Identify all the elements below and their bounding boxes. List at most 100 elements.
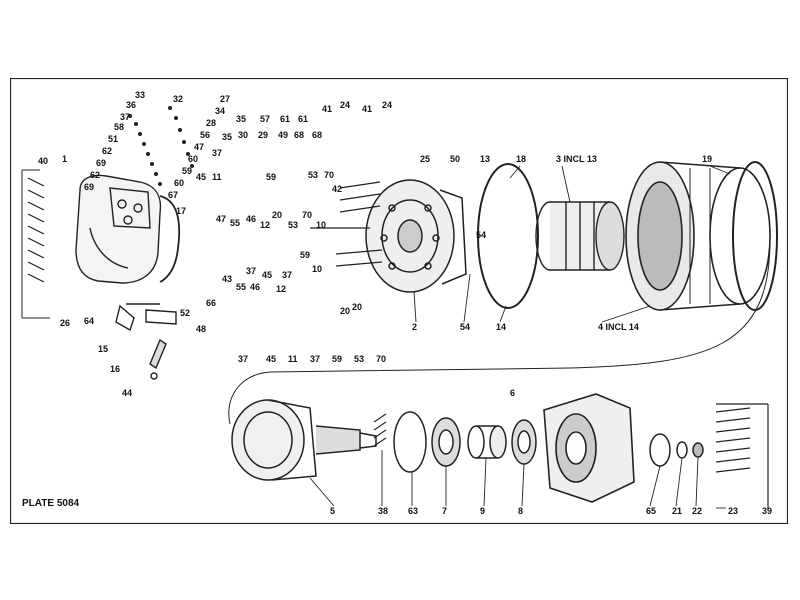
callout: 59 [182, 166, 192, 176]
callout: 68 [312, 130, 322, 140]
callout: 61 [280, 114, 290, 124]
callout: 41 [322, 104, 332, 114]
callout: 55 [230, 218, 240, 228]
callout: 35 [222, 132, 232, 142]
bearing-part-8 [511, 419, 537, 465]
callout: 48 [196, 324, 206, 334]
callout: 52 [180, 308, 190, 318]
callout: 4 INCL 14 [598, 322, 639, 332]
callout: 11 [288, 354, 298, 364]
callout: 20 [352, 302, 362, 312]
callout: 64 [84, 316, 94, 326]
callout: 37 [246, 266, 256, 276]
callout: 54 [460, 322, 470, 332]
callout: 8 [518, 506, 523, 516]
bracket-parts [115, 303, 177, 380]
callout: 22 [692, 506, 702, 516]
callout: 54 [476, 230, 486, 240]
callout: 37 [310, 354, 320, 364]
callout: 33 [135, 90, 145, 100]
callout: 45 [266, 354, 276, 364]
callout: 27 [220, 94, 230, 104]
callout: 65 [646, 506, 656, 516]
callout: 5 [330, 506, 335, 516]
callout: 32 [173, 94, 183, 104]
callout: 49 [278, 130, 288, 140]
callout: 53 [354, 354, 364, 364]
callout: 24 [340, 100, 350, 110]
bearing-part-7 [431, 417, 461, 467]
shaft-housing-part-5 [231, 399, 377, 481]
callout: 37 [120, 112, 130, 122]
callout: 51 [108, 134, 118, 144]
stud-bolts [310, 181, 383, 267]
callout: 35 [236, 114, 246, 124]
callout: 10 [316, 220, 326, 230]
callout: 15 [98, 344, 108, 354]
washer-part-21 [676, 441, 688, 459]
callout: 37 [282, 270, 292, 280]
callout: 43 [222, 274, 232, 284]
leader-lines [309, 165, 731, 509]
plate-label: PLATE 5084 [22, 498, 79, 509]
callout: 20 [272, 210, 282, 220]
callout: 47 [194, 142, 204, 152]
callout: 23 [728, 506, 738, 516]
assembly-path-line [228, 239, 771, 425]
callout: 63 [408, 506, 418, 516]
callout: 70 [376, 354, 386, 364]
callout: 38 [378, 506, 388, 516]
callout: 12 [276, 284, 286, 294]
bolt-set-part-23 [715, 403, 769, 510]
callout: 37 [238, 354, 248, 364]
end-ring-part-19 [732, 161, 778, 311]
callout: 50 [450, 154, 460, 164]
callout: 69 [84, 182, 94, 192]
callout: 30 [238, 130, 248, 140]
callout: 46 [250, 282, 260, 292]
callout: 60 [174, 178, 184, 188]
studs-part-38 [373, 413, 387, 447]
callout: 9 [480, 506, 485, 516]
callout: 58 [114, 122, 124, 132]
rotor-part-3 [535, 201, 625, 271]
callout: 53 [288, 220, 298, 230]
callout: 36 [126, 100, 136, 110]
callout-labels: 33 32 27 36 34 37 58 28 51 56 62 47 69 6… [38, 90, 772, 516]
callout: 17 [176, 206, 186, 216]
callout: 1 [62, 154, 67, 164]
callout: 3 INCL 13 [556, 154, 597, 164]
gasket-part-18 [477, 163, 539, 309]
callout: 2 [412, 322, 417, 332]
callout: 59 [266, 172, 276, 182]
callout: 69 [96, 158, 106, 168]
callout: 20 [340, 306, 350, 316]
callout: 57 [260, 114, 270, 124]
callout: 16 [110, 364, 120, 374]
callout: 45 [262, 270, 272, 280]
callout: 67 [168, 190, 178, 200]
callout: 14 [496, 322, 506, 332]
callout: 66 [206, 298, 216, 308]
end-housing-part-6 [543, 393, 635, 503]
callout: 62 [102, 146, 112, 156]
parts-plate: 33 32 27 36 34 37 58 28 51 56 62 47 69 6… [10, 78, 788, 524]
callout: 59 [300, 250, 310, 260]
callout: 41 [362, 104, 372, 114]
callout: 45 [196, 172, 206, 182]
callout: 26 [60, 318, 70, 328]
callout: 29 [258, 130, 268, 140]
seal-part-65 [649, 433, 671, 467]
plate-border [10, 78, 788, 524]
callout: 68 [294, 130, 304, 140]
callout: 42 [332, 184, 342, 194]
callout: 19 [702, 154, 712, 164]
callout: 10 [312, 264, 322, 274]
callout: 61 [298, 114, 308, 124]
bearing-housing-part-2 [365, 179, 467, 293]
callout: 21 [672, 506, 682, 516]
callout: 70 [302, 210, 312, 220]
callout: 18 [516, 154, 526, 164]
callout: 53 [308, 170, 318, 180]
callout: 59 [332, 354, 342, 364]
